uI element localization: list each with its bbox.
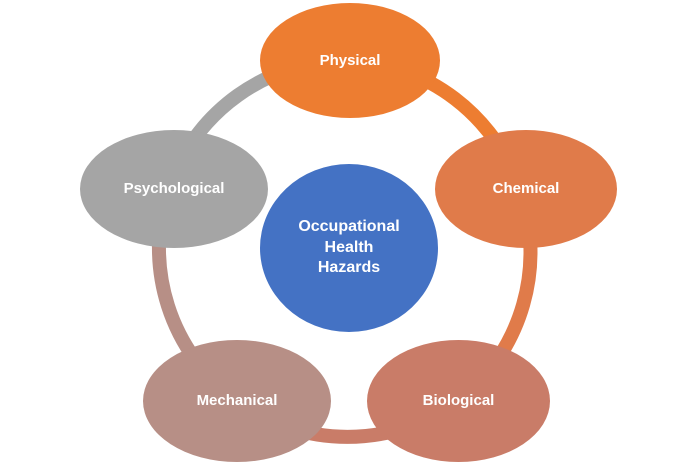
center-node-occupational-health-hazards: Occupational Health Hazards	[258, 162, 440, 334]
node-label-mechanical: Mechanical	[196, 392, 278, 410]
node-physical: Physical	[260, 3, 440, 118]
center-label-line-3: Hazards	[317, 259, 381, 277]
node-label-biological: Biological	[422, 392, 495, 410]
center-label-line-1: Occupational	[298, 217, 400, 235]
node-label-psychological: Psychological	[123, 180, 225, 198]
node-label-chemical: Chemical	[492, 180, 560, 198]
node-mechanical: Mechanical	[143, 340, 331, 462]
node-chemical: Chemical	[435, 130, 617, 248]
center-label-line-2: Health	[324, 238, 374, 256]
node-label-physical: Physical	[319, 51, 381, 69]
node-biological: Biological	[367, 340, 550, 462]
node-psychological: Psychological	[80, 130, 268, 248]
